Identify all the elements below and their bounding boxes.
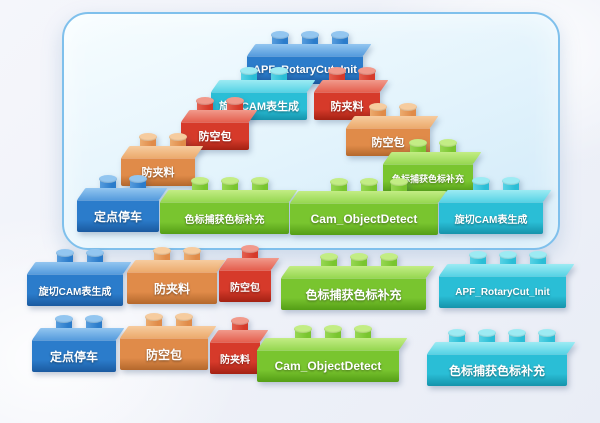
brick-anti-empty[interactable]: 防空包 — [120, 313, 217, 370]
brick-apf-rotarycut-init[interactable]: APF_RotaryCut_Init — [439, 251, 575, 308]
brick-fixed-point-stop[interactable]: 定点停车 — [32, 315, 125, 372]
brick-anti-empty[interactable]: 防空包 — [181, 97, 258, 150]
brick-top-face — [281, 266, 435, 278]
brick-cam-objectdetect[interactable]: Cam_ObjectDetect — [257, 325, 408, 382]
brick-label: 定点停车 — [77, 200, 159, 232]
brick-label: 防夹料 — [210, 342, 260, 374]
brick-label: 定点停车 — [32, 340, 116, 372]
brick-colormark-capture[interactable]: 色标捕获色标补充 — [427, 329, 576, 386]
brick-label: Cam_ObjectDetect — [290, 203, 438, 235]
brick-label: 防空包 — [219, 270, 271, 302]
brick-rotarycut-cam-table[interactable]: 旋切CAM表生成 — [439, 177, 552, 234]
brick-label: Cam_ObjectDetect — [257, 350, 399, 382]
brick-top-face — [27, 262, 132, 274]
brick-label: APF_RotaryCut_Init — [439, 276, 566, 308]
brick-top-face — [120, 326, 217, 338]
brick-top-face — [32, 328, 125, 340]
brick-anti-pinch[interactable]: 防夹料 — [210, 317, 269, 374]
brick-colormark-capture[interactable]: 色标捕获色标补充 — [281, 253, 435, 310]
brick-label: 防空包 — [181, 122, 249, 150]
brick-cam-objectdetect[interactable]: Cam_ObjectDetect — [290, 178, 447, 235]
brick-top-face — [439, 264, 575, 276]
brick-top-face — [257, 338, 408, 350]
brick-label: 旋切CAM表生成 — [439, 202, 543, 234]
brick-label: 色标捕获色标补充 — [160, 202, 289, 234]
brick-top-face — [127, 260, 226, 272]
brick-label: 防夹料 — [127, 272, 217, 304]
brick-top-face — [219, 258, 280, 270]
brick-label: 色标捕获色标补充 — [281, 278, 426, 310]
brick-anti-pinch[interactable]: 防夹料 — [127, 247, 226, 304]
brick-label: 色标捕获色标补充 — [427, 354, 567, 386]
brick-label: 防空包 — [120, 338, 208, 370]
brick-fixed-point-stop[interactable]: 定点停车 — [77, 175, 168, 232]
brick-anti-empty[interactable]: 防空包 — [219, 245, 280, 302]
brick-top-face — [427, 342, 576, 354]
brick-rotarycut-cam-table[interactable]: 旋切CAM表生成 — [27, 249, 132, 306]
brick-colormark-capture[interactable]: 色标捕获色标补充 — [160, 177, 298, 234]
brick-label: 旋切CAM表生成 — [27, 274, 123, 306]
